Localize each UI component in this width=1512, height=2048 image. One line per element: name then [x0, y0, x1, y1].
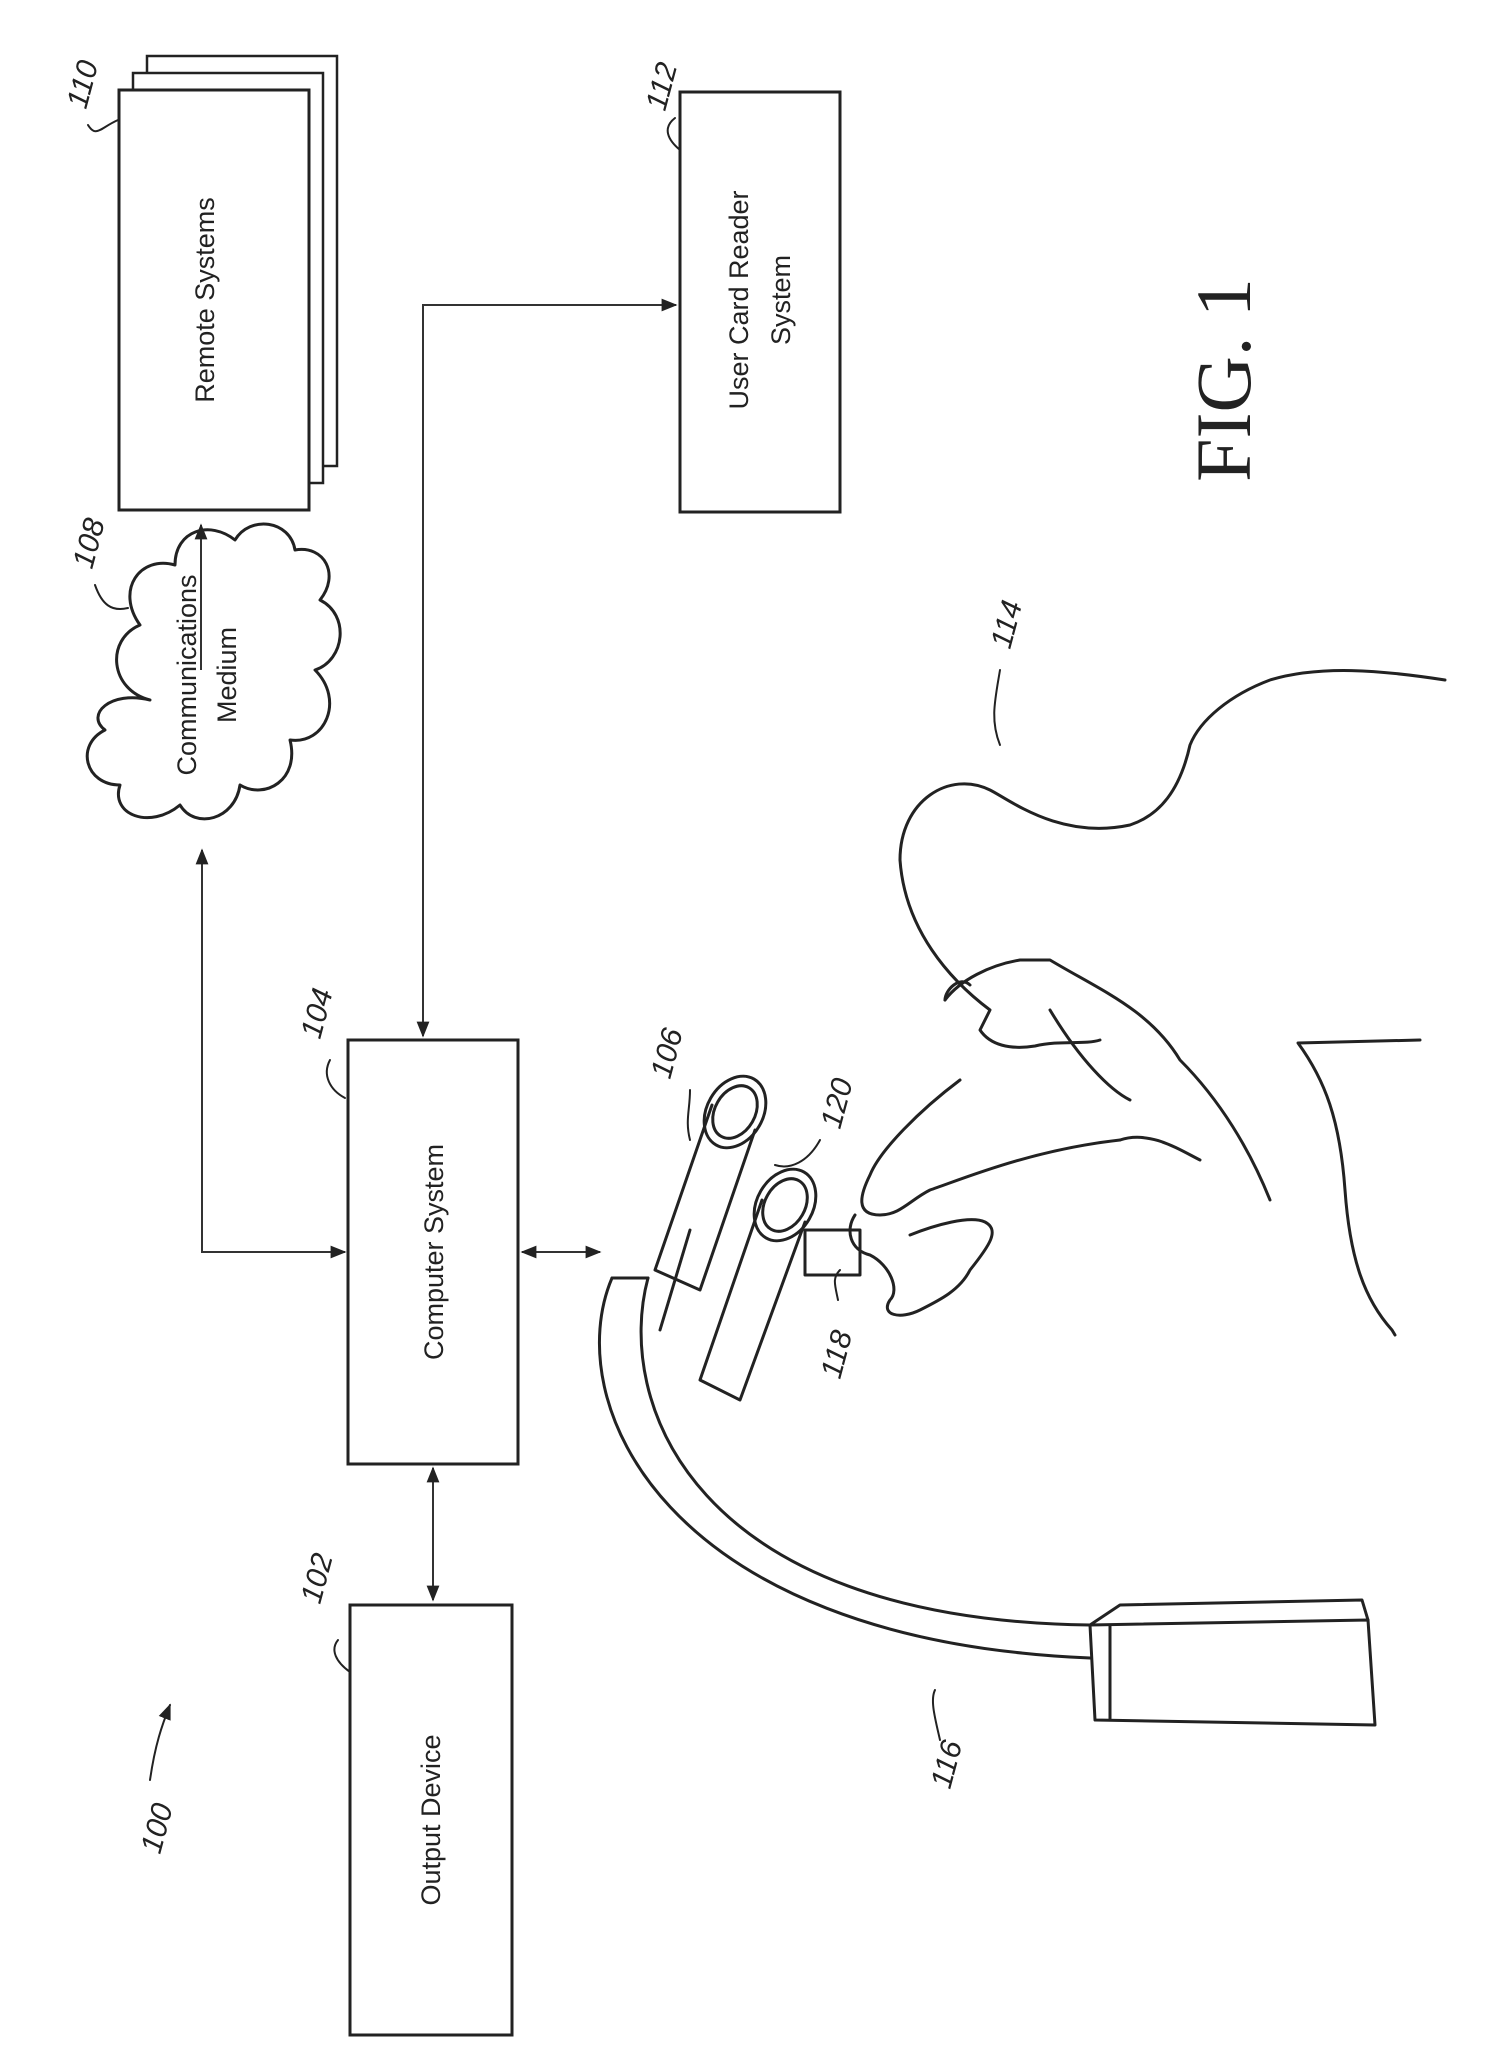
- remote-systems-block: Remote Systems: [119, 56, 337, 510]
- connector-computer-to-card-reader: [423, 305, 676, 1036]
- ref-116: 116: [925, 1737, 969, 1792]
- input-device-illustration: [655, 1065, 828, 1400]
- ref-104-leader: [327, 1060, 345, 1098]
- ref-112-leader: [668, 118, 680, 150]
- user-card-reader-label-line1: User Card Reader: [724, 190, 754, 409]
- ref-116-leader: [933, 1690, 940, 1740]
- stand-base: [1090, 1620, 1375, 1725]
- computer-system-block: Computer System: [348, 1040, 518, 1464]
- ref-110: 110: [61, 57, 105, 112]
- ref-110-leader: [88, 120, 118, 131]
- user-card-reader-label-line2: System: [766, 255, 796, 345]
- remote-systems-label: Remote Systems: [190, 197, 220, 403]
- ref-114: 114: [985, 597, 1029, 652]
- communications-medium-label-line1: Communications: [172, 574, 202, 775]
- user-arm-seam: [1120, 1137, 1200, 1160]
- ref-118: 118: [815, 1327, 859, 1382]
- ref-104: 104: [295, 985, 340, 1042]
- user-head-outline: [900, 671, 1445, 1048]
- connector-cloud-to-computer: [202, 850, 345, 1252]
- tube-upper-eyepiece-outer: [692, 1065, 778, 1159]
- tube-lower-body: [700, 1200, 805, 1400]
- ref-100-leader: [150, 1705, 170, 1780]
- ref-102-leader: [334, 1640, 350, 1672]
- user-card-reader-box: [680, 92, 840, 512]
- ref-100: 100: [135, 1800, 180, 1857]
- user-back-outline: [1298, 1040, 1420, 1335]
- user-card-reader-block: User Card Reader System: [680, 92, 840, 512]
- communications-medium-cloud: Communications Medium: [87, 524, 340, 819]
- tube-upper-eyepiece-inner: [704, 1078, 767, 1146]
- ref-108: 108: [67, 515, 112, 572]
- user-hand: [850, 1215, 992, 1315]
- ref-106-leader: [688, 1090, 690, 1140]
- ref-102: 102: [295, 1550, 340, 1607]
- ref-112: 112: [640, 59, 684, 114]
- ref-114-leader: [994, 670, 1000, 745]
- output-device-label: Output Device: [416, 1734, 446, 1905]
- user-upper-arm: [862, 1080, 1120, 1215]
- figure-title: FIG. 1: [1180, 278, 1267, 482]
- ref-120-leader: [775, 1140, 820, 1166]
- ref-106: 106: [645, 1025, 690, 1082]
- computer-system-label: Computer System: [419, 1144, 449, 1360]
- output-device-block: Output Device: [350, 1605, 512, 2035]
- ref-108-leader: [95, 585, 128, 609]
- communications-medium-label-line2: Medium: [212, 627, 242, 723]
- ref-120: 120: [815, 1075, 860, 1132]
- stand-illustration: [599, 1278, 1375, 1725]
- user-collar-line: [1050, 1010, 1130, 1100]
- stand-outer-edge: [641, 1278, 1090, 1625]
- user-shoulder-outline: [945, 960, 1270, 1200]
- user-illustration: [850, 671, 1445, 1335]
- tube-lower-eyepiece-outer: [742, 1158, 828, 1252]
